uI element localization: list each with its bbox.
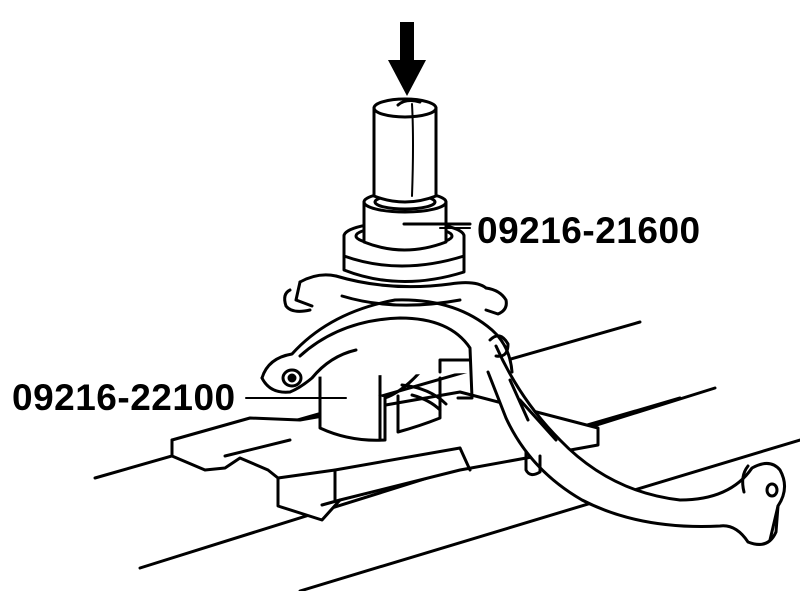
support-block (170, 390, 600, 522)
down-arrow-icon (388, 22, 426, 96)
steering-knuckle (260, 273, 514, 400)
upper-tool-label: 09216-21600 (477, 210, 701, 251)
steering-arm (486, 334, 786, 546)
lower-tool-label: 09216-22100 (12, 377, 236, 418)
press-ram (372, 97, 438, 204)
